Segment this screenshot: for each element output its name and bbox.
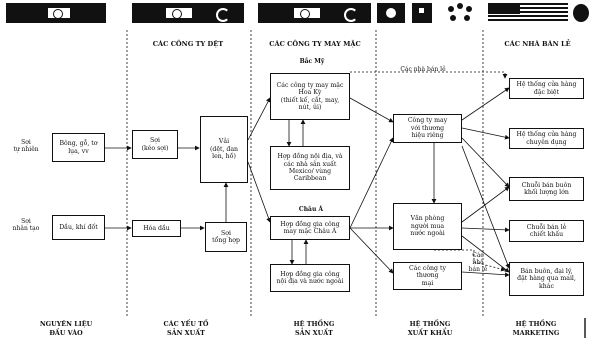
natural-fiber-label: Sợi tự nhiên — [13, 139, 39, 154]
foreign-contract-box: Hợp đồng gia công nội địa và nước ngoài — [270, 264, 350, 292]
retailers-top-label: Các nhà bán lẻ — [400, 66, 446, 73]
other-retail-box: Bán buôn, đại lý, đặt hàng qua mail, khá… — [509, 262, 584, 296]
footer-export: HỆ THỐNG XUẤT KHẨU — [407, 320, 453, 337]
asia-contract-box: Hợp đồng gia công may mặc Châu Á — [270, 216, 350, 240]
header-retail: CÁC NHÀ BÁN LẺ — [504, 40, 571, 48]
natural-materials-box: Bông, gỗ, tơ lụa, vv — [52, 133, 105, 162]
footer-marketing: HỆ THỐNG MARKETING — [512, 320, 560, 337]
buying-offices-box: Văn phòng người mua nước ngoài — [393, 203, 462, 250]
discount-chains-box: Chuỗi bán lẻ chiết khấu — [509, 220, 584, 242]
synthetic-fiber-label: Sợi nhân tạo — [12, 218, 40, 233]
department-stores-box: Hệ thống cửa hàng đặc biệt — [509, 78, 584, 99]
footer-production: HỆ THỐNG SẢN XUẤT — [293, 320, 335, 337]
flag-icon — [440, 3, 480, 23]
us-apparel-firms-box: Các công ty may mặc Hoa Kỳ (thiết kế, cắ… — [270, 73, 350, 120]
flag-icon — [132, 3, 244, 23]
trading-companies-box: Các công ty thương mại — [393, 262, 462, 290]
flag-icon — [488, 3, 568, 23]
footer-components: CÁC YẾU TỐ SẢN XUẤT — [163, 320, 209, 337]
fabric-box: Vải (dệt, đan len, hồ) — [200, 116, 248, 183]
spinning-box: Sợi (kéo sợi) — [132, 130, 178, 159]
specialty-stores-box: Hệ thống cửa hàng chuyên dụng — [509, 128, 584, 149]
retailers-mid-label: Các nhà bán lẻ — [468, 252, 488, 274]
domestic-contract-box: Hợp đồng nội địa, và các nhà sản xuất Me… — [270, 146, 350, 190]
petrochemical-box: Hóa dầu — [132, 220, 181, 237]
flag-icon — [377, 3, 405, 23]
flag-icon — [6, 3, 106, 23]
synthetic-yarn-box: Sợi tổng hợp — [205, 222, 247, 252]
flag-icon — [573, 4, 589, 22]
flag-icon — [258, 3, 371, 23]
mass-merchandise-box: Chuỗi bán buôn khối lượng lớn — [509, 177, 584, 201]
footer-raw-materials: NGUYÊN LIỆU ĐẦU VÀO — [39, 320, 93, 337]
synthetic-materials-box: Dầu, khí đốt — [52, 215, 105, 240]
header-textiles: CÁC CÔNG TY DỆT — [152, 40, 224, 48]
flag-icon — [412, 3, 432, 23]
north-america-label: Bắc Mỹ — [299, 58, 325, 65]
header-apparel: CÁC CÔNG TY MAY MẶC — [269, 40, 361, 48]
asia-label: Châu Á — [298, 206, 324, 213]
branded-firms-box: Công ty may với thương hiệu riêng — [393, 114, 462, 143]
